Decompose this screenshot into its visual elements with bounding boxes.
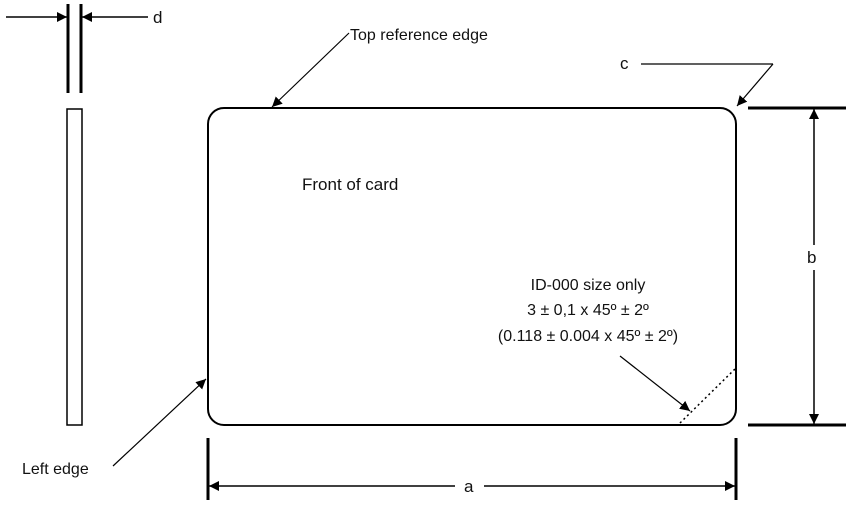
card-front-outline — [207, 107, 737, 426]
front-of-card-label: Front of card — [302, 175, 398, 194]
chamfer-note: ID-000 size only 3 ± 0,1 x 45º ± 2º (0.1… — [498, 277, 691, 412]
dim-b-label: b — [807, 248, 816, 267]
top-reference-edge-callout: Top reference edge — [271, 27, 488, 108]
top-reference-edge-label: Top reference edge — [350, 27, 488, 44]
dim-d-label: d — [153, 8, 162, 27]
chamfer-note-line2: 3 ± 0,1 x 45º ± 2º — [527, 302, 649, 319]
left-edge-label: Left edge — [22, 461, 89, 478]
dim-c-label: c — [620, 54, 629, 73]
chamfer-dotted-line — [679, 367, 737, 424]
chamfer-note-line3: (0.118 ± 0.004 x 45º ± 2º) — [498, 328, 678, 345]
left-edge-callout: Left edge — [22, 378, 207, 478]
chamfer-note-line1: ID-000 size only — [531, 277, 646, 294]
width-dimension-a: a — [206, 438, 738, 500]
height-dimension-b: b — [748, 106, 846, 427]
corner-radius-callout-c: c — [620, 54, 774, 107]
card-side-view — [66, 108, 83, 426]
dim-a-label: a — [464, 477, 474, 496]
thickness-dimension-d: d — [6, 4, 162, 93]
